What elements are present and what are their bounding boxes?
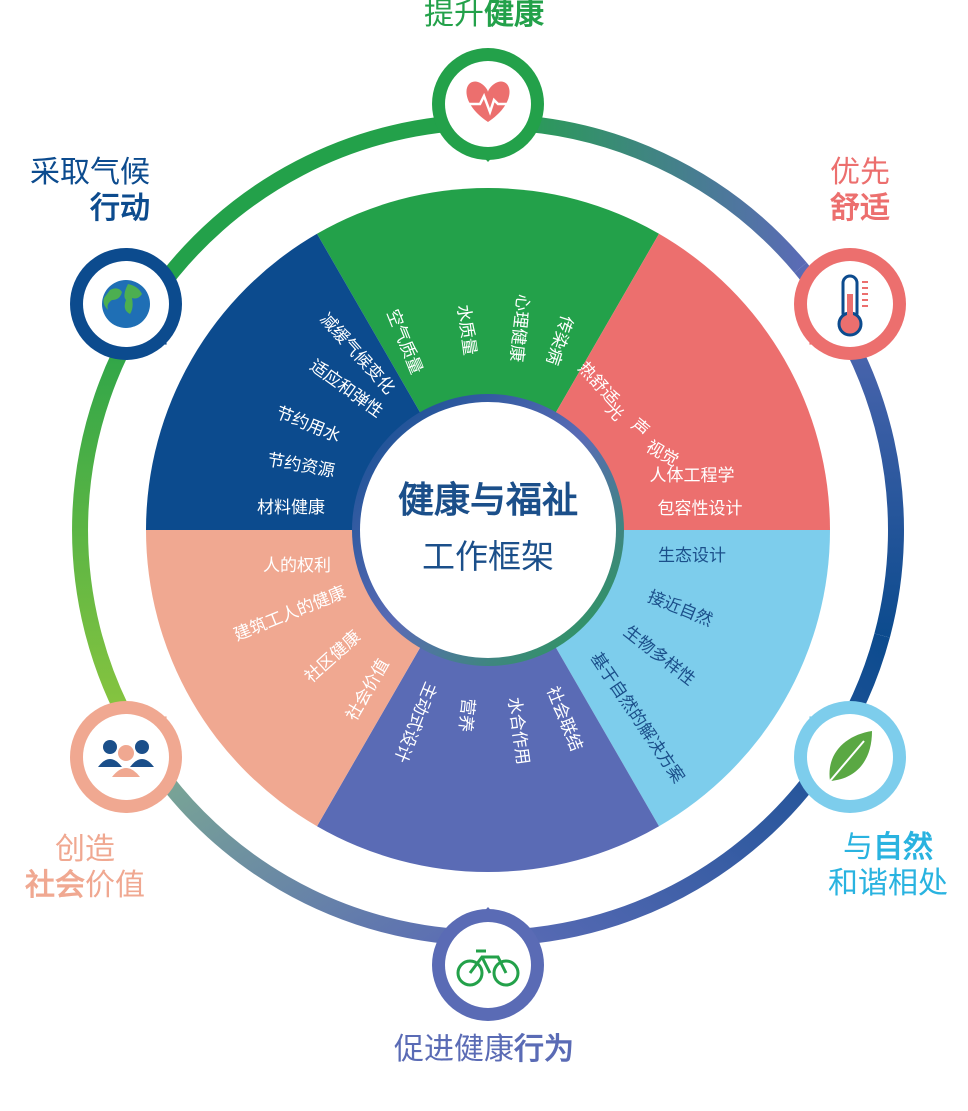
item-label: 人体工程学 [650, 466, 735, 486]
category-title-health: 提升健康 [424, 0, 544, 32]
item-label: 营养 [454, 697, 477, 733]
bicycle-icon [456, 949, 520, 987]
category-title-social: 创造 社会价值 [25, 832, 145, 903]
globe-icon [102, 280, 150, 328]
item-label: 材料健康 [257, 498, 325, 518]
wedge-behavior [317, 530, 659, 873]
category-bubbles [70, 48, 906, 1021]
item-label: 人的权利 [263, 556, 331, 576]
bubble-comfort [794, 248, 906, 360]
ring-segment-top-left [147, 114, 489, 301]
leaf-icon [829, 731, 872, 782]
heart-pulse-icon [466, 81, 510, 122]
people-icon [98, 740, 154, 777]
category-title-climate: 采取气候 行动 [30, 155, 150, 226]
center-disc [360, 402, 616, 658]
bubble-social [70, 701, 182, 813]
bubble-climate [70, 248, 182, 360]
item-label: 生态设计 [658, 546, 726, 566]
category-title-behavior: 促进健康行为 [394, 1032, 574, 1067]
category-title-nature: 与自然 和谐相处 [828, 830, 948, 901]
wedge-health [317, 187, 659, 530]
bubble-health [432, 48, 544, 162]
ring-segment-left [72, 291, 161, 738]
bubble-behavior [432, 907, 544, 1021]
center-subtitle: 工作框架 [422, 537, 554, 576]
category-title-comfort: 优先 舒适 [830, 155, 890, 226]
item-label: 包容性设计 [658, 499, 743, 519]
bubble-nature [794, 701, 906, 813]
center-title: 健康与福祉 [398, 479, 578, 521]
thermometer-icon [837, 274, 868, 337]
